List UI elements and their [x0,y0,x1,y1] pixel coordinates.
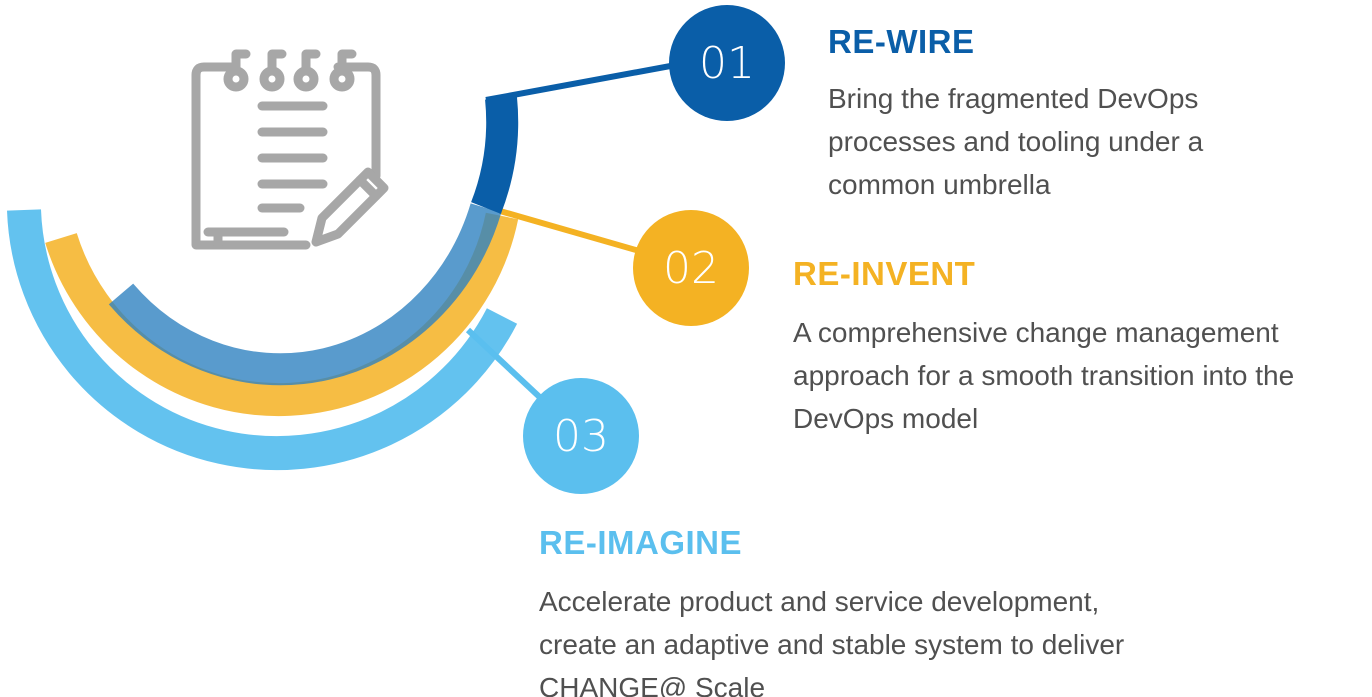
badge-02: 02 [633,210,749,326]
step-description-reimagine: Accelerate product and service developme… [539,586,1125,697]
step-title-reinvent: RE-INVENT [793,255,976,292]
arc-light-blue [7,209,518,471]
connector-line-01 [485,59,693,103]
step-title-reimagine: RE-IMAGINE [539,524,742,561]
step-title-rewire: RE-WIRE [828,23,975,60]
arc-gold [45,212,519,417]
step-description-reinvent: A comprehensive change management approa… [793,317,1295,434]
notepad-with-pencil-icon [191,49,389,250]
badge-number-03: 03 [553,411,609,462]
arc-mid-blue [108,203,502,386]
step-description-rewire: Bring the fragmented DevOps processes an… [828,83,1204,200]
badge-number-01: 01 [699,38,755,89]
badge-number-02: 02 [663,243,719,294]
badge-01: 01 [669,5,785,121]
arc-dark-blue [470,96,519,214]
badge-03: 03 [523,378,639,494]
